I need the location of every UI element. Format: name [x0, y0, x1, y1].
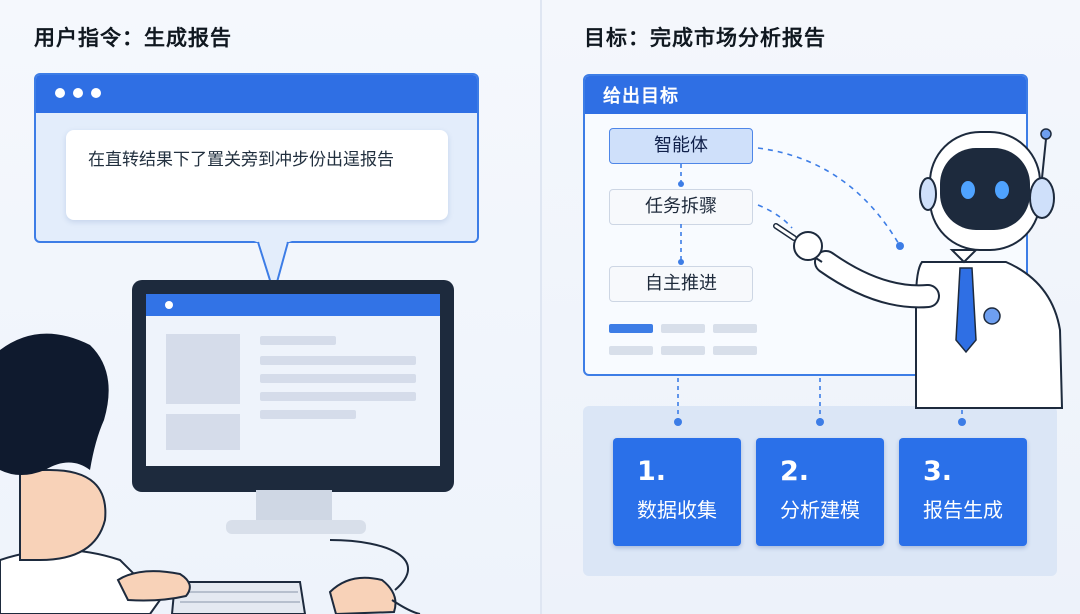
chat-window-titlebar — [36, 75, 477, 113]
window-dot-icon — [73, 88, 83, 98]
screen-text-line — [260, 392, 416, 401]
screen-dot-icon — [165, 301, 173, 309]
progress-mini-bar — [713, 324, 757, 333]
window-dot-icon — [55, 88, 65, 98]
task-card-3: 3. 报告生成 — [899, 438, 1027, 546]
left-heading: 用户指令：生成报告 — [34, 26, 232, 50]
step-autonomous-progress: 自主推进 — [609, 266, 753, 302]
chat-window: 在直转结果下了置关旁到冲步份出逞报告 — [34, 73, 479, 243]
progress-mini-bar — [713, 346, 757, 355]
panel-divider — [540, 0, 542, 614]
user-command-bubble: 在直转结果下了置关旁到冲步份出逞报告 — [66, 130, 448, 220]
keyboard-icon — [170, 581, 307, 614]
task-card-2: 2. 分析建模 — [756, 438, 884, 546]
window-dot-icon — [91, 88, 101, 98]
screen-placeholder-image — [166, 334, 240, 404]
right-heading: 目标：完成市场分析报告 — [584, 26, 826, 50]
step-agent: 智能体 — [609, 128, 753, 164]
monitor-screen — [146, 294, 440, 466]
person-hand-left — [116, 570, 191, 602]
progress-mini-bar — [609, 324, 653, 333]
computer-monitor — [132, 280, 454, 492]
person-hair — [0, 333, 109, 475]
goal-window-titlebar: 给出目标 — [585, 76, 1026, 114]
task-card-1: 1. 数据收集 — [613, 438, 741, 546]
screen-titlebar — [146, 294, 440, 316]
task-number: 1. — [637, 456, 667, 487]
keyboard-keys — [180, 591, 300, 603]
progress-mini-bar — [661, 324, 705, 333]
monitor-base — [226, 520, 366, 534]
screen-text-line — [260, 336, 336, 345]
progress-mini-bar — [609, 346, 653, 355]
task-number: 3. — [923, 456, 953, 487]
task-label: 分析建模 — [780, 498, 860, 522]
screen-text-line — [260, 410, 356, 419]
task-label: 报告生成 — [923, 498, 1003, 522]
monitor-stand — [256, 490, 332, 522]
progress-mini-bar — [661, 346, 705, 355]
screen-text-line — [260, 356, 416, 365]
task-label: 数据收集 — [637, 498, 717, 522]
goal-window: 给出目标 智能体 任务拆骤 自主推进 — [583, 74, 1028, 376]
step-task-breakdown: 任务拆骤 — [609, 189, 753, 225]
task-number: 2. — [780, 456, 810, 487]
user-illustration — [0, 333, 421, 614]
goal-window-title: 给出目标 — [603, 86, 679, 107]
screen-placeholder-image — [166, 414, 240, 450]
person-face — [19, 469, 107, 561]
screen-text-line — [260, 374, 416, 383]
person-hand-right — [328, 576, 397, 614]
mouse-cable — [329, 539, 409, 591]
